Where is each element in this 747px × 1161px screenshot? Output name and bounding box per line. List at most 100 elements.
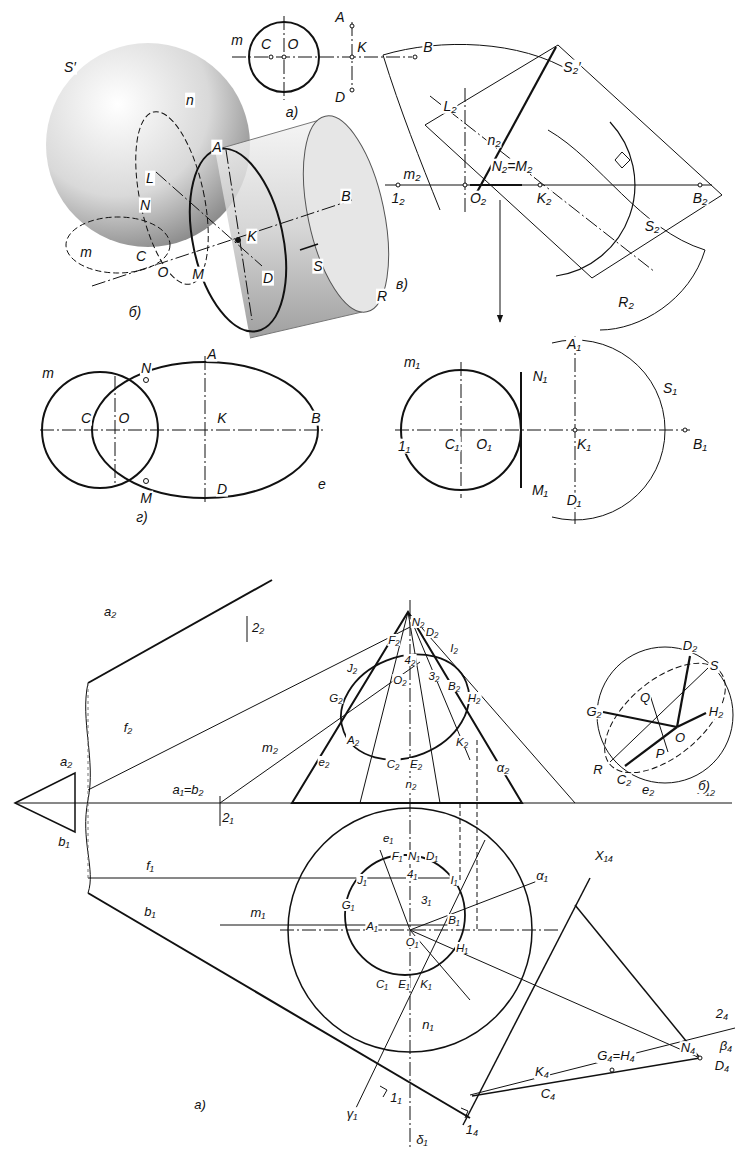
circle-outline xyxy=(698,183,702,187)
point-label: b₁ xyxy=(143,905,156,919)
construction-line xyxy=(88,878,455,879)
point-label: B xyxy=(340,189,351,204)
point-label: N₁ xyxy=(407,850,421,862)
point-label: e xyxy=(317,477,327,492)
point-label: C₂ xyxy=(386,758,401,770)
construction-line xyxy=(40,430,326,431)
construction-line xyxy=(410,930,700,1058)
point-label: 1₄ xyxy=(465,1123,479,1137)
construction-line xyxy=(88,683,89,893)
drawing-group xyxy=(585,643,744,794)
point-label: F₁ xyxy=(391,850,404,862)
construction-line xyxy=(463,878,590,1125)
point-label: O xyxy=(157,265,170,280)
point-label: A₁ xyxy=(365,920,378,932)
construction-line xyxy=(88,683,89,803)
point-label: D₄ xyxy=(714,1059,731,1073)
point-label: 2₄ xyxy=(715,1007,729,1021)
ellipse-outline xyxy=(122,105,221,290)
construction-line xyxy=(88,580,272,683)
point-label: K xyxy=(246,229,257,244)
curve-outline xyxy=(461,1108,468,1118)
point-label: a₂ xyxy=(59,755,73,769)
point-label: A xyxy=(334,10,345,25)
construction-line xyxy=(430,96,655,272)
construction-line xyxy=(380,850,410,930)
point-label: m xyxy=(41,366,55,381)
point-label: K₂ xyxy=(455,736,469,748)
point-label: а) xyxy=(285,105,299,120)
point-label: M xyxy=(191,267,205,282)
construction-line xyxy=(465,88,466,215)
drawing-group xyxy=(395,336,690,524)
curve-outline xyxy=(86,683,91,893)
point-label: N₁ xyxy=(532,369,549,384)
point-label: 2₁ xyxy=(221,811,234,825)
point-label: A₁ xyxy=(566,337,582,352)
point-label: в) xyxy=(395,277,409,292)
point-label: B xyxy=(422,40,433,55)
construction-line xyxy=(603,712,677,727)
point-label: C xyxy=(135,249,147,264)
point-label: A₂ xyxy=(346,734,360,746)
point-label: 2₂ xyxy=(251,621,265,635)
circle-outline xyxy=(345,855,465,975)
point-label: a₁=b₂ xyxy=(171,783,204,797)
point-label: 1₂ xyxy=(390,191,405,206)
circle-outline xyxy=(698,1056,702,1060)
point-label: C xyxy=(260,37,272,52)
circle-outline xyxy=(350,88,354,92)
point-label: 3₁ xyxy=(420,894,432,906)
point-label: P xyxy=(655,747,666,761)
point-label: β₄ xyxy=(719,1039,734,1053)
drawing-group xyxy=(383,44,722,330)
drawing-group xyxy=(40,356,326,505)
construction-line xyxy=(461,362,462,498)
circle-outline xyxy=(463,183,467,187)
drawing-group xyxy=(15,580,735,1150)
point-label: R xyxy=(376,289,388,304)
point-label: D₁ xyxy=(425,850,439,862)
point-label: A xyxy=(206,347,217,362)
point-label: N₂ xyxy=(411,616,426,628)
point-label: O₂ xyxy=(392,674,407,686)
point-label: b₁ xyxy=(57,835,70,849)
point-label: R₂ xyxy=(617,295,634,310)
point-label: D₁ xyxy=(566,493,583,508)
circle-outline xyxy=(597,647,733,783)
construction-line xyxy=(250,312,362,338)
point-label: 4₁ xyxy=(406,868,418,880)
point-label: S′ xyxy=(63,60,77,75)
construction-line xyxy=(395,430,690,431)
construction-line xyxy=(472,1058,700,1096)
point-label: г) xyxy=(135,510,149,525)
point-label: M₁ xyxy=(531,483,549,498)
point-label: C₁ xyxy=(444,437,461,452)
curve-outline xyxy=(548,130,705,250)
point-label: O xyxy=(674,731,686,745)
circle-outline xyxy=(144,479,149,484)
point-label: O xyxy=(287,37,300,52)
point-label: L xyxy=(145,171,155,186)
point-label: e₂ xyxy=(641,783,655,797)
point-label: D xyxy=(216,482,228,497)
circle-outline xyxy=(46,43,250,247)
circle-outline xyxy=(236,238,241,243)
construction-line xyxy=(88,893,470,1118)
point-label: O₁ xyxy=(475,437,492,452)
construction-line xyxy=(470,47,556,205)
curve-outline xyxy=(600,250,705,330)
point-label: а) xyxy=(193,1098,207,1112)
circle-outline xyxy=(269,55,273,59)
circle-outline xyxy=(350,24,354,28)
circle-outline xyxy=(413,55,417,59)
point-label: f₂ xyxy=(123,721,134,735)
construction-line xyxy=(500,200,501,322)
construction-line xyxy=(477,740,478,930)
point-label: 1₁ xyxy=(397,439,411,454)
point-label: O xyxy=(118,411,131,426)
point-label: Q xyxy=(639,691,651,705)
point-label: K₁ xyxy=(419,978,432,990)
construction-line xyxy=(300,244,318,250)
point-label: L₂ xyxy=(442,99,457,114)
